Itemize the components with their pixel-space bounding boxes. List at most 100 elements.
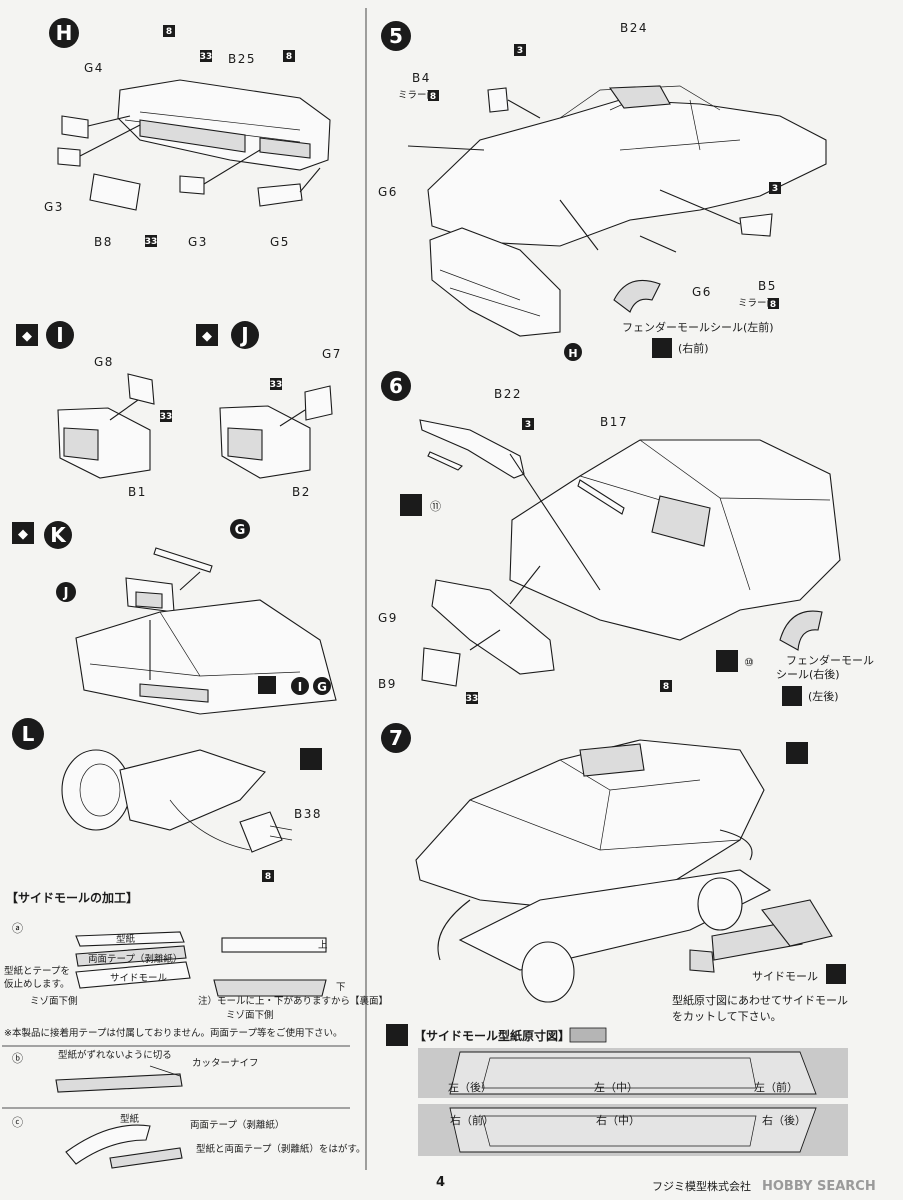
step-i-badge: I xyxy=(56,323,63,347)
processing-notice: ※本製品に接着用テープは付属しておりません。両面テープ等をご使用下さい。 xyxy=(4,1027,342,1039)
svg-text:ミラー面: ミラー面 xyxy=(738,298,776,309)
label-g3-left: G3 xyxy=(44,200,64,214)
step-5-badge: 5 xyxy=(389,24,403,48)
publisher-name: フジミ模型株式会社 xyxy=(652,1179,751,1193)
step-i: ◆ I G8 B1 33 xyxy=(16,321,172,499)
svg-text:両面テープ（剥離紙）: 両面テープ（剥離紙） xyxy=(88,953,182,965)
b1-panel-part xyxy=(57,407,151,479)
svg-text:3: 3 xyxy=(517,46,523,56)
side-mold-part-1 xyxy=(689,949,715,973)
svg-text:カッターナイフ: カッターナイフ xyxy=(192,1058,259,1069)
k-callout-g: G xyxy=(235,523,246,538)
step7-instruction-1: 型紙原寸図にあわせてサイドモール xyxy=(672,993,848,1007)
label-b22: B22 xyxy=(494,387,522,401)
label-g9: G9 xyxy=(378,611,398,625)
svg-text:型紙と両面テープ（剥離紙）をはがす。: 型紙と両面テープ（剥離紙）をはがす。 xyxy=(196,1143,365,1155)
step-k-badge: K xyxy=(50,523,67,547)
step6-small-bar xyxy=(427,451,463,471)
k-callout-j: J xyxy=(63,586,69,601)
svg-text:ミゾ面下側: ミゾ面下側 xyxy=(30,995,78,1007)
b8-plate-part xyxy=(89,173,141,211)
label-b2: B2 xyxy=(292,485,311,499)
svg-text:型紙がずれないように切る: 型紙がずれないように切る xyxy=(58,1049,172,1061)
svg-text:◆: ◆ xyxy=(22,329,32,344)
svg-text:◆: ◆ xyxy=(18,527,28,542)
step5-callout-h: H xyxy=(568,347,577,360)
b38-motor-part xyxy=(239,811,283,853)
svg-text:◆: ◆ xyxy=(202,329,212,344)
step-h-badge: H xyxy=(56,21,73,45)
step-k: ◆ K G J I G xyxy=(12,519,337,715)
svg-text:注）モールに上・下がありますから【裏面】: 注）モールに上・下がありますから【裏面】 xyxy=(198,995,388,1007)
svg-text:型紙: 型紙 xyxy=(116,933,136,945)
b4-mirror xyxy=(487,87,509,113)
label-b17: B17 xyxy=(600,415,628,429)
template-row1-right: 左（前） xyxy=(754,1080,798,1094)
fender-seal-label-rear: フェンダーモール xyxy=(786,653,874,667)
watermark: HOBBY SEARCH xyxy=(762,1179,876,1194)
label-b4: B4 xyxy=(412,71,431,85)
step7-instruction-2: をカットして下さい。 xyxy=(672,1010,782,1023)
label-b9: B9 xyxy=(378,677,397,691)
label-b38: B38 xyxy=(294,807,322,821)
chassis-part xyxy=(119,749,266,831)
step-l-badge: L xyxy=(22,722,35,746)
svg-text:両面テープ（剥離紙）: 両面テープ（剥離紙） xyxy=(190,1119,284,1131)
label-g8: G8 xyxy=(94,355,114,369)
svg-text:上: 上 xyxy=(318,940,328,951)
b2-panel-part xyxy=(219,405,311,479)
svg-text:33: 33 xyxy=(200,52,213,62)
g4-light-part xyxy=(61,115,89,139)
label-g6-right: G6 xyxy=(692,285,712,299)
template-row2-right: 右（後） xyxy=(762,1113,806,1127)
b22-spoiler xyxy=(419,419,525,479)
page-number: 4 xyxy=(436,1175,445,1190)
svg-text:8: 8 xyxy=(265,872,271,882)
template-row2-mid: 右（中） xyxy=(596,1113,640,1127)
label-g5: G5 xyxy=(270,235,290,249)
b9-plate xyxy=(421,647,461,687)
svg-text:33: 33 xyxy=(145,237,158,247)
fender-seal-front xyxy=(613,279,661,313)
label-g7: G7 xyxy=(322,347,342,361)
color-8: 8 xyxy=(166,27,172,37)
k-strip-part xyxy=(153,547,213,573)
svg-text:8: 8 xyxy=(286,52,292,62)
svg-text:(右前): (右前) xyxy=(678,341,709,355)
label-b1: B1 xyxy=(128,485,147,499)
svg-text:シール(右後): シール(右後) xyxy=(776,667,840,681)
svg-text:3: 3 xyxy=(525,420,531,430)
car-body-step6 xyxy=(509,439,841,641)
step-7-badge: 7 xyxy=(389,726,403,750)
step-6-badge: 6 xyxy=(389,374,403,398)
wheel-front-step7 xyxy=(521,941,575,1003)
step-a: ⓐ xyxy=(12,922,23,935)
label-g6-left: G6 xyxy=(378,185,398,199)
template-row2-left: 右（前） xyxy=(450,1113,494,1127)
svg-text:8: 8 xyxy=(663,682,669,692)
b5-mirror xyxy=(739,213,773,237)
svg-text:I: I xyxy=(298,680,302,694)
label-b24: B24 xyxy=(620,21,648,35)
svg-text:ミラー面: ミラー面 xyxy=(398,90,436,101)
svg-text:8: 8 xyxy=(770,300,776,310)
svg-text:サイドモール: サイドモール xyxy=(110,973,168,984)
step-j-badge: J xyxy=(239,323,248,347)
side-mold-part-3 xyxy=(761,899,833,947)
svg-text:33: 33 xyxy=(270,380,283,390)
g5-grille-part xyxy=(257,183,303,207)
svg-text:型紙とテープを: 型紙とテープを xyxy=(4,965,70,977)
side-mold-template: 【サイドモール型紙原寸図】 左（後） 左（中） 左（前） 右（前） 右（中） 右… xyxy=(386,1024,848,1156)
g3-light-part-left xyxy=(57,147,81,167)
svg-text:33: 33 xyxy=(160,412,173,422)
label-b8: B8 xyxy=(94,235,113,249)
svg-text:ⓒ: ⓒ xyxy=(12,1116,23,1129)
processing-title: 【サイドモールの加工】 xyxy=(6,890,138,905)
wheel-rear-step7 xyxy=(697,877,743,931)
g7-vent-part xyxy=(304,385,333,421)
fender-seal-rear xyxy=(779,610,823,651)
svg-text:33: 33 xyxy=(466,694,479,704)
svg-text:ミゾ面下側: ミゾ面下側 xyxy=(226,1009,274,1021)
g3-light-part-right xyxy=(179,175,205,195)
